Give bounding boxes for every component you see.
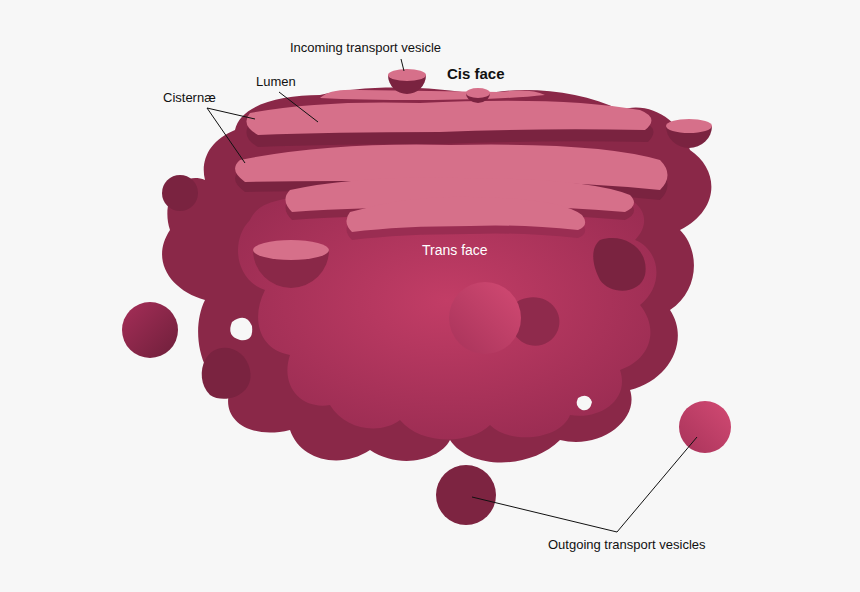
- golgi-front: [238, 188, 656, 440]
- part-label: Lumen: [256, 74, 296, 90]
- leader-line: [617, 437, 697, 532]
- incoming-vesicle-top: [466, 88, 490, 98]
- cut-vesicle-top: [253, 240, 329, 260]
- vesicle: [449, 282, 521, 354]
- leader-line: [207, 108, 255, 119]
- leader-line: [279, 92, 318, 122]
- fenestra: [230, 318, 252, 340]
- vesicle: [436, 465, 496, 525]
- vesicle: [122, 302, 178, 358]
- vesicle: [162, 175, 198, 211]
- vesicle: [679, 401, 731, 453]
- face-label: Trans face: [422, 242, 488, 258]
- leader-line: [472, 497, 617, 532]
- part-label: Outgoing transport vesicles: [548, 537, 706, 553]
- cisterna: [246, 101, 651, 135]
- leader-line: [207, 108, 245, 163]
- cis-ridge: [320, 90, 545, 100]
- cisterna: [346, 197, 585, 232]
- part-label: Cisternæ: [163, 90, 216, 106]
- leader-lines: [207, 59, 697, 532]
- face-label: Cis face: [447, 66, 505, 82]
- part-label: Incoming transport vesicle: [290, 40, 441, 56]
- golgi-lobe: [202, 348, 251, 399]
- golgi-lobe: [593, 238, 645, 291]
- incoming-vesicle-top: [666, 119, 712, 133]
- fenestra: [577, 396, 592, 411]
- leader-line: [401, 59, 404, 71]
- golgi-back: [162, 88, 711, 463]
- incoming-vesicle-top: [388, 69, 426, 81]
